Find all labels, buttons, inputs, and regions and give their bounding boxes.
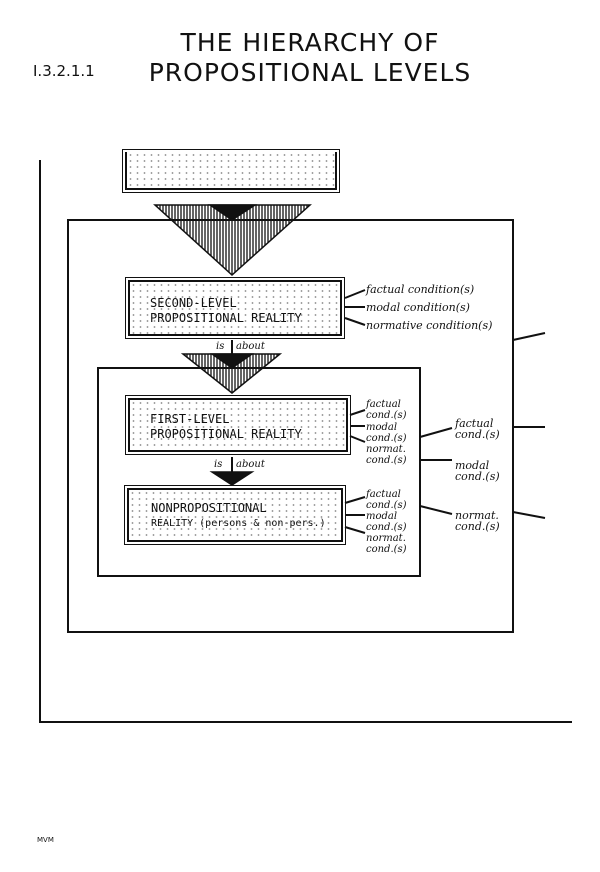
about-label-2: about — [236, 459, 265, 470]
second-cond-modal: modal condition(s) — [366, 301, 470, 314]
nonprop-box: NONPROPOSITIONAL REALITY (persons & non-… — [124, 485, 346, 545]
inner-cond-normative: normat. cond.(s) — [455, 509, 500, 533]
small-arrow — [209, 471, 255, 486]
first-level-line1: FIRST-LEVEL — [150, 412, 230, 426]
is-label-1: is — [216, 341, 225, 352]
top-box — [122, 149, 340, 193]
nonprop-connectors — [344, 496, 366, 534]
second-cond-normative: normative condition(s) — [366, 319, 493, 332]
title-line-1: THE HIERARCHY OF — [180, 28, 440, 57]
inner-connectors — [419, 427, 453, 515]
outer-frame — [39, 160, 572, 723]
is-label-2: is — [214, 459, 223, 470]
second-cond-factual: factual condition(s) — [366, 283, 475, 296]
nonprop-cond-factual: factual cond.(s) — [366, 489, 407, 511]
inner-cond-factual: factual cond.(s) — [455, 417, 500, 441]
section-number: I.3.2.1.1 — [33, 62, 95, 80]
about-label-1: about — [236, 341, 265, 352]
first-cond-normative: normat. cond.(s) — [366, 444, 407, 466]
second-connectors — [344, 289, 366, 326]
second-level-line1: SECOND-LEVEL — [150, 296, 237, 310]
signature: MVM — [37, 836, 54, 844]
second-level-line2: PROPOSITIONAL REALITY — [150, 311, 302, 325]
first-cond-modal: modal cond.(s) — [366, 422, 407, 444]
first-level-line2: PROPOSITIONAL REALITY — [150, 427, 302, 441]
title-line-2: PROPOSITIONAL LEVELS — [148, 58, 472, 87]
nonprop-cond-modal: modal cond.(s) — [366, 511, 407, 533]
second-level-box: SECOND-LEVEL PROPOSITIONAL REALITY — [125, 277, 345, 339]
nonprop-line1: NONPROPOSITIONAL — [151, 501, 267, 515]
nonprop-line2: REALITY (persons & non-pers.) — [151, 518, 326, 529]
inner-cond-modal: modal cond.(s) — [455, 459, 500, 483]
first-level-box: FIRST-LEVEL PROPOSITIONAL REALITY — [125, 395, 351, 455]
first-connectors — [349, 409, 366, 443]
outer-connectors — [512, 332, 546, 519]
first-cond-factual: factual cond.(s) — [366, 399, 407, 421]
nonprop-cond-normative: normat. cond.(s) — [366, 533, 407, 555]
